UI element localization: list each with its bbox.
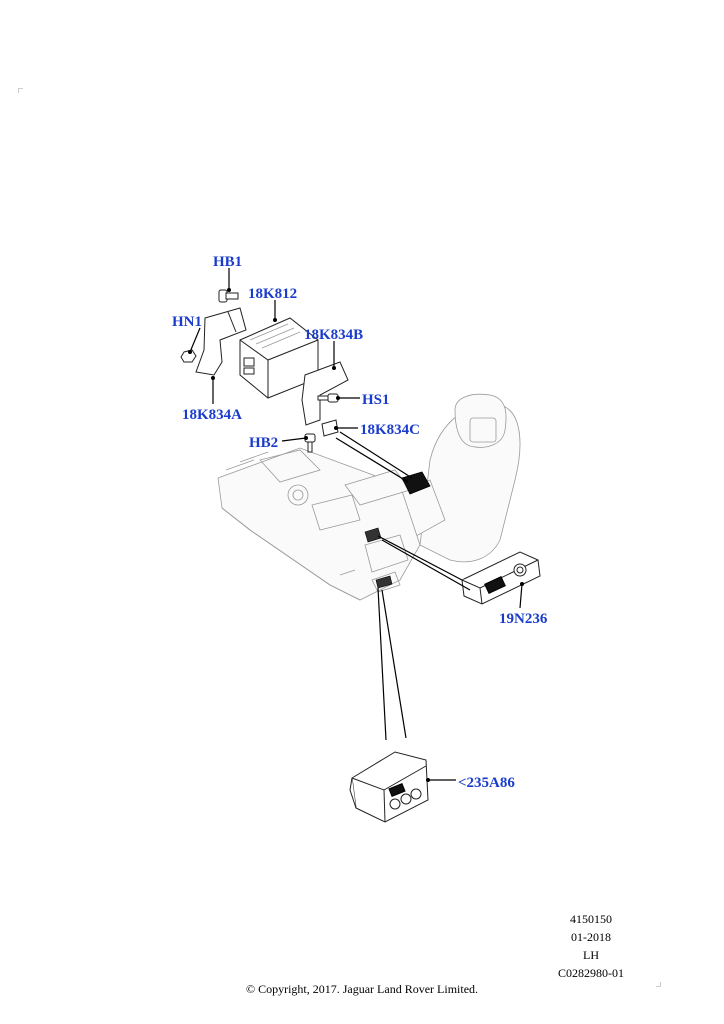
callout-hn1[interactable]: HN1 — [172, 314, 202, 330]
screw-hs1[interactable] — [317, 393, 339, 403]
clip-18k834c[interactable] — [321, 419, 339, 437]
bracket-18k834a[interactable] — [195, 307, 247, 376]
corner-mark-top-left — [18, 88, 23, 93]
module-18k812[interactable] — [239, 317, 319, 399]
leader-lines — [188, 268, 524, 782]
callout-18k834a[interactable]: 18K834A — [182, 407, 242, 423]
callout-hs1[interactable]: HS1 — [362, 392, 390, 408]
switch-panel-19n236[interactable] — [461, 551, 541, 605]
reference-side: LH — [583, 948, 599, 962]
callout-18k834c[interactable]: 18K834C — [360, 422, 420, 438]
callout-hb2[interactable]: HB2 — [249, 435, 278, 451]
console-and-seat-illustration — [217, 393, 521, 601]
callout-18k834b[interactable]: 18K834B — [304, 327, 363, 343]
callout-hb1[interactable]: HB1 — [213, 254, 242, 270]
callout-18k812[interactable]: 18K812 — [248, 286, 297, 302]
reference-number: 4150150 — [570, 912, 612, 926]
callout-19n236[interactable]: 19N236 — [499, 611, 548, 627]
connector-unit-235a86[interactable] — [349, 751, 429, 823]
bolt-hb1[interactable] — [218, 289, 239, 303]
callout-235a86[interactable]: <235A86 — [458, 775, 515, 791]
reference-code: C0282980-01 — [558, 966, 624, 980]
reference-block: 4150150 01-2018 LH C0282980-01 — [546, 910, 636, 982]
copyright-notice: © Copyright, 2017. Jaguar Land Rover Lim… — [245, 982, 479, 996]
nut-hn1[interactable] — [180, 349, 197, 363]
reference-date: 01-2018 — [571, 930, 611, 944]
bracket-18k834b[interactable] — [301, 361, 349, 426]
